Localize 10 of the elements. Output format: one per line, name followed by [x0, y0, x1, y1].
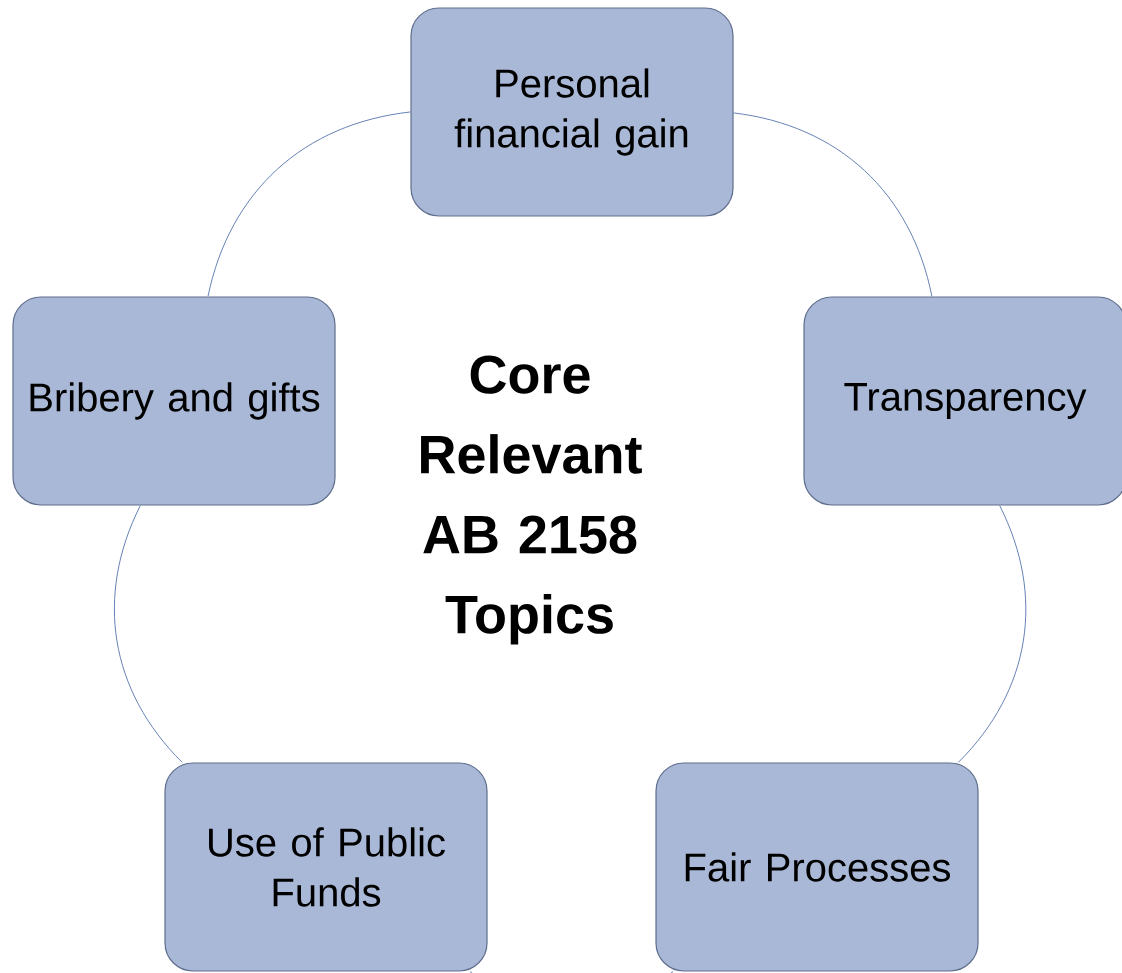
connector-arc — [114, 505, 183, 763]
connector-arc — [207, 111, 411, 297]
topic-box: Fair Processes — [655, 762, 979, 972]
connector-arc — [733, 112, 933, 297]
center-title: Core Relevant AB 2158 Topics — [421, 355, 642, 645]
topic-box: Use of Public Funds — [164, 762, 488, 972]
topic-box: Transparency — [803, 296, 1122, 506]
connector-arc — [957, 505, 1027, 763]
topic-box: Bribery and gifts — [12, 296, 336, 506]
topic-box: Personal financial gain — [410, 7, 734, 217]
